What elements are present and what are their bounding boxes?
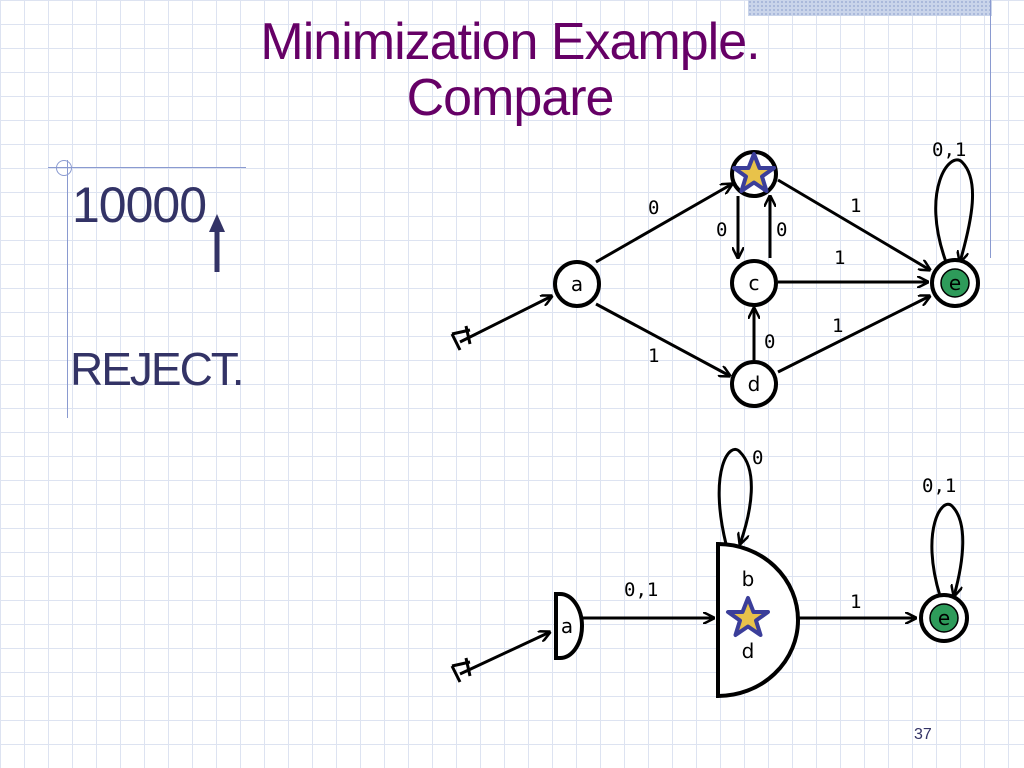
start-star-icon [732, 152, 776, 193]
result-text: REJECT. [70, 343, 245, 395]
edge-a-to-b [595, 184, 732, 264]
label-a-to-d: 1 [648, 345, 659, 367]
label-d-to-e: 1 [832, 315, 843, 337]
slide-title: Minimization Example. Compare [180, 14, 840, 126]
edge-e-self-loop [934, 158, 974, 262]
title-line-2: Compare [406, 69, 615, 127]
label-b-to-e: 1 [850, 195, 861, 217]
start-star-icon [726, 596, 770, 637]
bottom-state-a: a [554, 592, 584, 660]
input-string: 10000 [72, 177, 207, 233]
top-state-d: d [730, 360, 778, 408]
svg-text:b: b [742, 567, 755, 591]
edge-b-to-e [777, 178, 930, 270]
top-state-c: c [730, 259, 778, 307]
svg-text:e: e [949, 271, 961, 295]
label-bd-loop: 0 [752, 447, 763, 469]
label-c-to-b: 0 [776, 219, 787, 241]
bottom-state-e-accept: e [919, 593, 969, 643]
label-e-loop: 0,1 [932, 139, 966, 161]
input-pointer-arrow-icon [209, 214, 225, 272]
top-start-arrow [450, 296, 552, 351]
top-dfa: a c d e 0 1 0 0 1 1 0 1 0,1 [450, 139, 980, 408]
edge-d-to-e [777, 296, 930, 374]
top-state-b-start [730, 150, 778, 198]
svg-text:c: c [749, 271, 760, 295]
svg-text:d: d [742, 639, 755, 663]
label-a-to-bd: 0,1 [624, 579, 658, 601]
top-state-a: a [553, 260, 601, 308]
top-state-e-accept: e [930, 258, 980, 308]
svg-text:a: a [571, 272, 583, 296]
label-a-to-b: 0 [648, 197, 659, 219]
decorative-header-strip [748, 0, 992, 16]
bottom-start-arrow [450, 632, 550, 683]
decorative-circle-icon [56, 160, 72, 176]
svg-text:d: d [748, 372, 761, 396]
label-bd-to-e: 1 [850, 591, 861, 613]
svg-text:e: e [938, 606, 950, 630]
decorative-horizontal-line [48, 167, 246, 168]
bottom-dfa: a b d e 0,1 0 1 0,1 [450, 447, 969, 699]
decorative-vertical-line [990, 0, 991, 258]
label-e2-loop: 0,1 [922, 475, 956, 497]
edge-e2-self-loop [930, 502, 965, 596]
bottom-state-bd-merged: b d [716, 541, 800, 699]
label-d-to-c: 0 [764, 331, 775, 353]
edge-bd-self-loop [717, 448, 753, 544]
title-line-1: Minimization Example. [260, 13, 760, 71]
edge-a-to-d [595, 302, 730, 376]
page-number: 37 [914, 726, 932, 743]
decorative-left-line [67, 160, 68, 418]
label-c-to-e: 1 [834, 247, 845, 269]
label-b-to-c: 0 [716, 219, 727, 241]
svg-text:a: a [561, 614, 573, 638]
